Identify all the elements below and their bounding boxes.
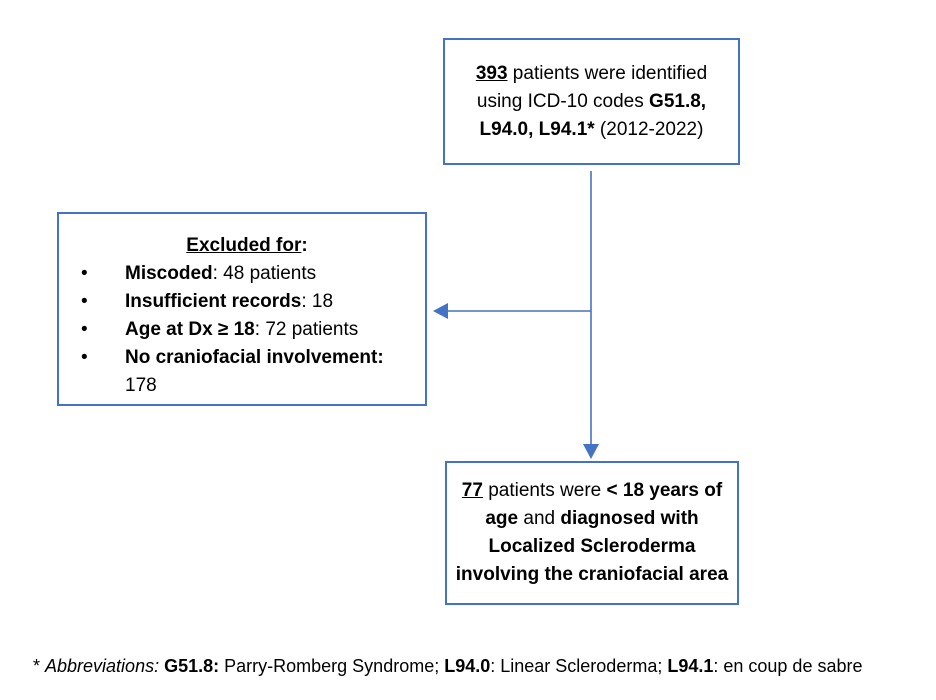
- text-segment: and: [518, 508, 561, 529]
- text-segment: Abbreviations:: [45, 656, 160, 676]
- down-arrowhead-icon: [583, 444, 599, 459]
- excluded-list: • Miscoded: 48 patients • Insufficient r…: [77, 260, 417, 400]
- identified-patients-box: 393 patients were identified using ICD-1…: [443, 38, 740, 165]
- text-segment: 178: [125, 375, 157, 396]
- text-segment: G51.8:: [164, 656, 220, 676]
- text-segment: < 18 years of age: [485, 480, 723, 529]
- text-segment: Parry-Romberg Syndrome;: [219, 656, 445, 676]
- text-segment: patients were identified using ICD-10 co…: [476, 62, 708, 112]
- excluded-heading: Excluded for:: [77, 232, 417, 260]
- text-segment: (2012-2022): [594, 118, 704, 140]
- list-item-text: Age at Dx ≥ 18: 72 patients: [125, 316, 358, 344]
- text-segment: L94.1: [667, 656, 714, 676]
- excluded-box: Excluded for: • Miscoded: 48 patients • …: [57, 212, 427, 406]
- abbreviations-footnote: * Abbreviations: G51.8: Parry-Romberg Sy…: [33, 654, 862, 678]
- text-segment: : 48 patients: [212, 263, 317, 284]
- text-segment: *: [33, 656, 46, 676]
- list-item: • Age at Dx ≥ 18: 72 patients: [77, 316, 417, 344]
- text-segment: Age at Dx ≥ 18: [125, 319, 255, 340]
- list-item: • Miscoded: 48 patients: [77, 260, 417, 288]
- text-segment: G51.8, L94.0, L94.1*: [479, 90, 707, 140]
- identified-patients-text: 393 patients were identified using ICD-1…: [457, 60, 726, 144]
- text-segment: Excluded for: [186, 235, 302, 256]
- bullet-icon: •: [81, 291, 88, 312]
- list-item: • Insufficient records: 18: [77, 288, 417, 316]
- text-segment: Miscoded: [125, 263, 213, 284]
- text-segment: 77: [461, 480, 483, 501]
- text-segment: : 72 patients: [254, 319, 359, 340]
- bullet-icon: •: [81, 319, 88, 340]
- bullet-icon: •: [81, 263, 88, 284]
- list-item-text: Insufficient records: 18: [125, 288, 333, 316]
- text-segment: 393: [475, 62, 508, 84]
- list-item: • No craniofacial involvement: 178: [77, 344, 417, 400]
- outcome-patients-text: 77 patients were < 18 years of age and d…: [455, 477, 729, 589]
- text-segment: :: [301, 235, 308, 256]
- text-segment: : 18: [301, 291, 334, 312]
- text-segment: No craniofacial involvement:: [125, 347, 384, 368]
- text-segment: : en coup de sabre: [713, 656, 863, 676]
- text-segment: diagnosed with Localized Scleroderma inv…: [455, 508, 729, 585]
- text-segment: L94.0: [444, 656, 491, 676]
- outcome-patients-box: 77 patients were < 18 years of age and d…: [445, 461, 739, 605]
- text-segment: Insufficient records: [125, 291, 302, 312]
- text-segment: patients were: [482, 480, 607, 501]
- left-arrowhead-icon: [433, 303, 448, 319]
- list-item-text: No craniofacial involvement: 178: [125, 344, 417, 400]
- list-item-text: Miscoded: 48 patients: [125, 260, 316, 288]
- bullet-icon: •: [81, 347, 88, 368]
- text-segment: : Linear Scleroderma;: [490, 656, 668, 676]
